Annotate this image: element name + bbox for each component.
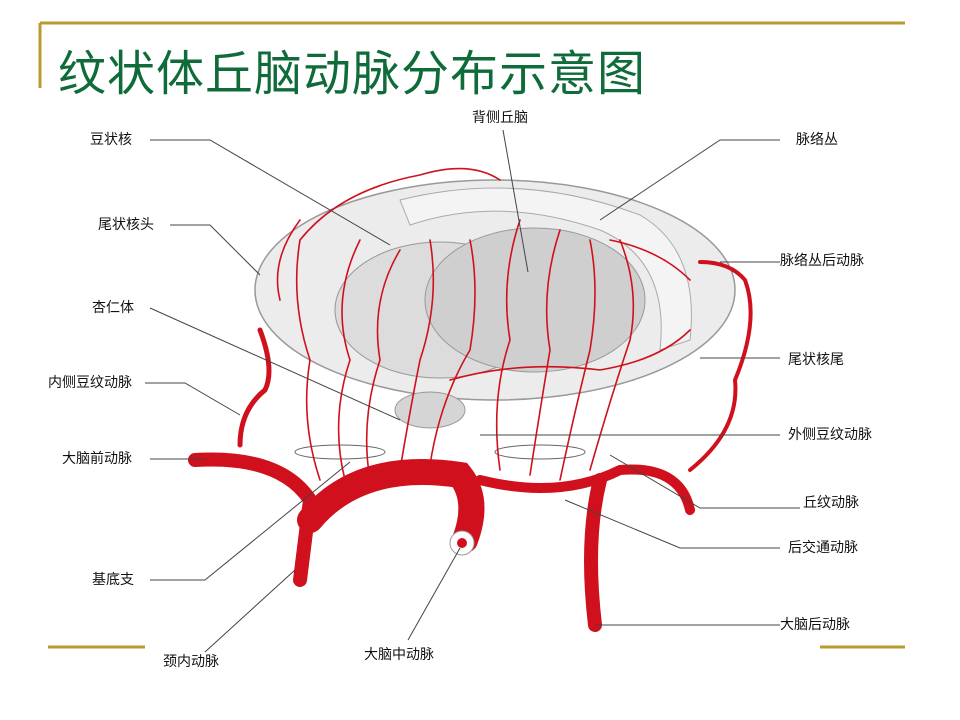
- label-caudate-head: 尾状核头: [98, 217, 154, 233]
- label-dorsal-thalamus: 背侧丘脑: [472, 110, 528, 126]
- striatum-outline: [254, 179, 736, 460]
- label-caudate-tail: 尾状核尾: [788, 352, 844, 368]
- label-internal-carotid: 颈内动脉: [163, 654, 219, 670]
- leader-lines: [145, 129, 800, 653]
- slide-title: 纹状体丘脑动脉分布示意图: [58, 46, 647, 102]
- label-medial-lenticulostriate: 内侧豆纹动脉: [48, 375, 132, 391]
- label-posterior-cerebral: 大脑后动脉: [780, 617, 850, 633]
- label-posterior-communicating: 后交通动脉: [788, 540, 858, 556]
- label-anterior-cerebral: 大脑前动脉: [62, 451, 132, 467]
- label-choroid-plexus: 脉络丛: [796, 132, 838, 148]
- label-lateral-lenticulostriate: 外侧豆纹动脉: [788, 427, 872, 443]
- label-posterior-choroidal: 脉络丛后动脉: [780, 253, 864, 269]
- label-lentiform-nucleus: 豆状核: [90, 132, 132, 148]
- middle-cerebral-lumen: [457, 538, 467, 548]
- label-middle-cerebral: 大脑中动脉: [364, 647, 434, 663]
- arteries: [188, 167, 753, 632]
- label-thalamostriate: 丘纹动脉: [803, 495, 859, 511]
- label-basal-branch: 基底支: [92, 572, 134, 588]
- slide-decoration: [38, 21, 905, 649]
- label-amygdala: 杏仁体: [92, 300, 134, 316]
